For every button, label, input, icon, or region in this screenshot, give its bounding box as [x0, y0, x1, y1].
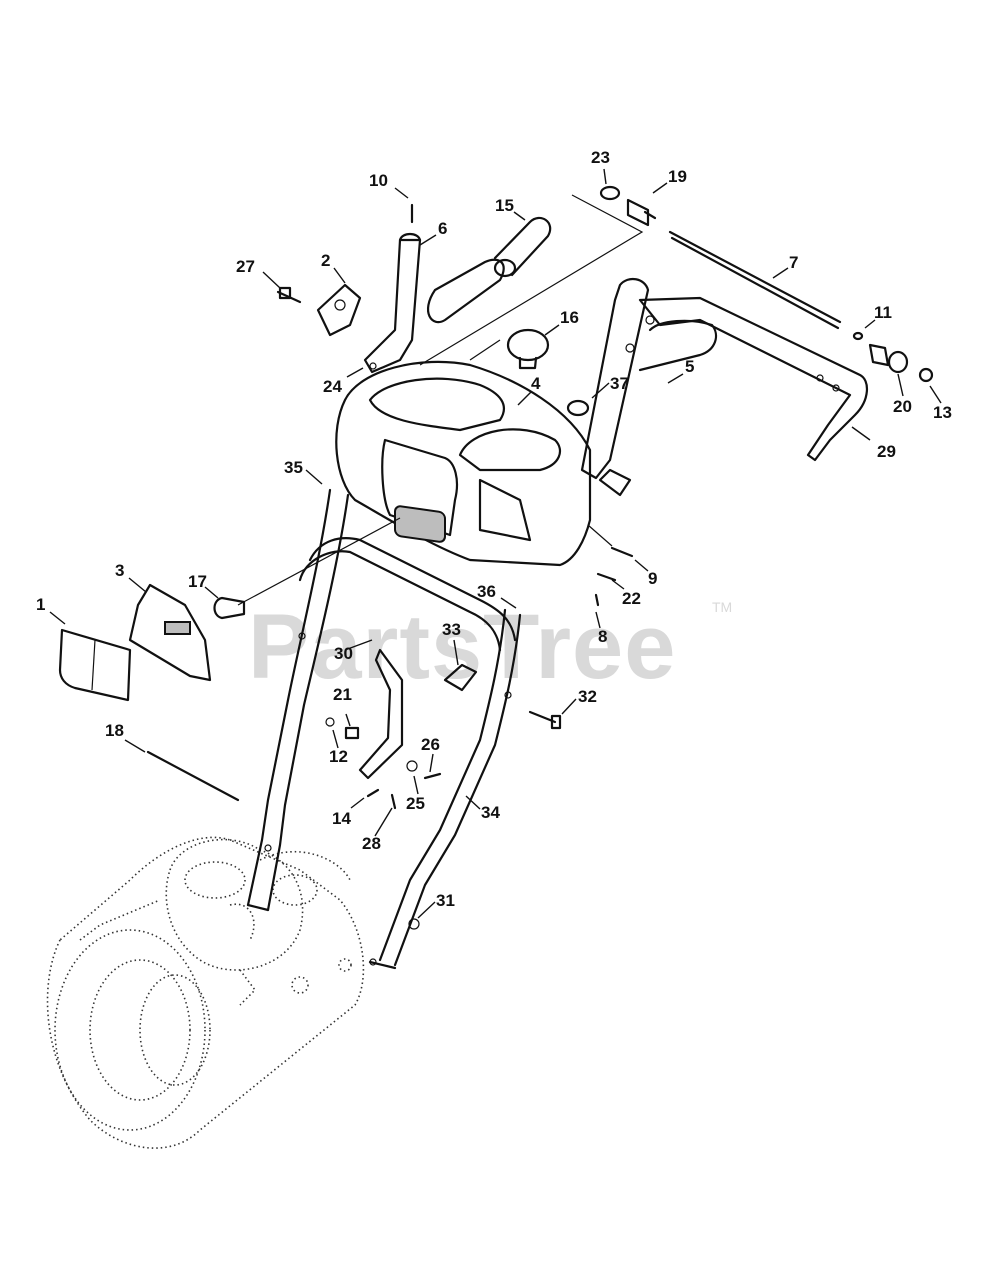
callout-12: 12	[329, 747, 348, 766]
callout-35: 35	[284, 458, 303, 477]
callout-9: 9	[648, 569, 657, 588]
callout-13: 13	[933, 403, 952, 422]
callout-8: 8	[598, 627, 607, 646]
callout-20: 20	[893, 397, 912, 416]
callout-21: 21	[333, 685, 352, 704]
dash-panel	[335, 360, 592, 567]
callout-36: 36	[477, 582, 496, 601]
lower-handle-frame	[246, 488, 522, 970]
callout-27: 27	[236, 257, 255, 276]
callout-labels: 1 2 3 4 5 6 7 8 9 10 11 12 13 14 15 16 1…	[36, 148, 952, 910]
small-parts	[58, 203, 657, 930]
callout-4: 4	[531, 374, 541, 393]
callout-14: 14	[332, 809, 351, 828]
callout-10: 10	[369, 171, 388, 190]
engine-housing-outline	[46, 836, 365, 1149]
callout-23: 23	[591, 148, 610, 167]
control-rod-assembly	[599, 185, 934, 462]
callout-17: 17	[188, 572, 207, 591]
callout-24: 24	[323, 377, 342, 396]
callout-19: 19	[668, 167, 687, 186]
callout-1: 1	[36, 595, 45, 614]
callout-34: 34	[481, 803, 500, 822]
callout-7: 7	[789, 253, 798, 272]
callout-3: 3	[115, 561, 124, 580]
callout-26: 26	[421, 735, 440, 754]
callout-5: 5	[685, 357, 694, 376]
callout-leaders	[49, 168, 942, 919]
callout-2: 2	[321, 251, 330, 270]
callout-31: 31	[436, 891, 455, 910]
callout-18: 18	[105, 721, 124, 740]
callout-11: 11	[874, 303, 892, 322]
callout-33: 33	[442, 620, 461, 639]
watermark-text: PartsTree	[248, 596, 676, 698]
callout-37: 37	[610, 374, 629, 393]
callout-15: 15	[495, 196, 514, 215]
callout-6: 6	[438, 219, 447, 238]
watermark-trademark: TM	[712, 599, 732, 615]
guide-lines	[237, 194, 644, 606]
callout-32: 32	[578, 687, 597, 706]
callout-22: 22	[622, 589, 641, 608]
callout-29: 29	[877, 442, 896, 461]
callout-28: 28	[362, 834, 381, 853]
callout-25: 25	[406, 794, 425, 813]
watermark: PartsTree TM	[248, 596, 732, 698]
callout-30: 30	[334, 644, 353, 663]
callout-16: 16	[560, 308, 579, 327]
